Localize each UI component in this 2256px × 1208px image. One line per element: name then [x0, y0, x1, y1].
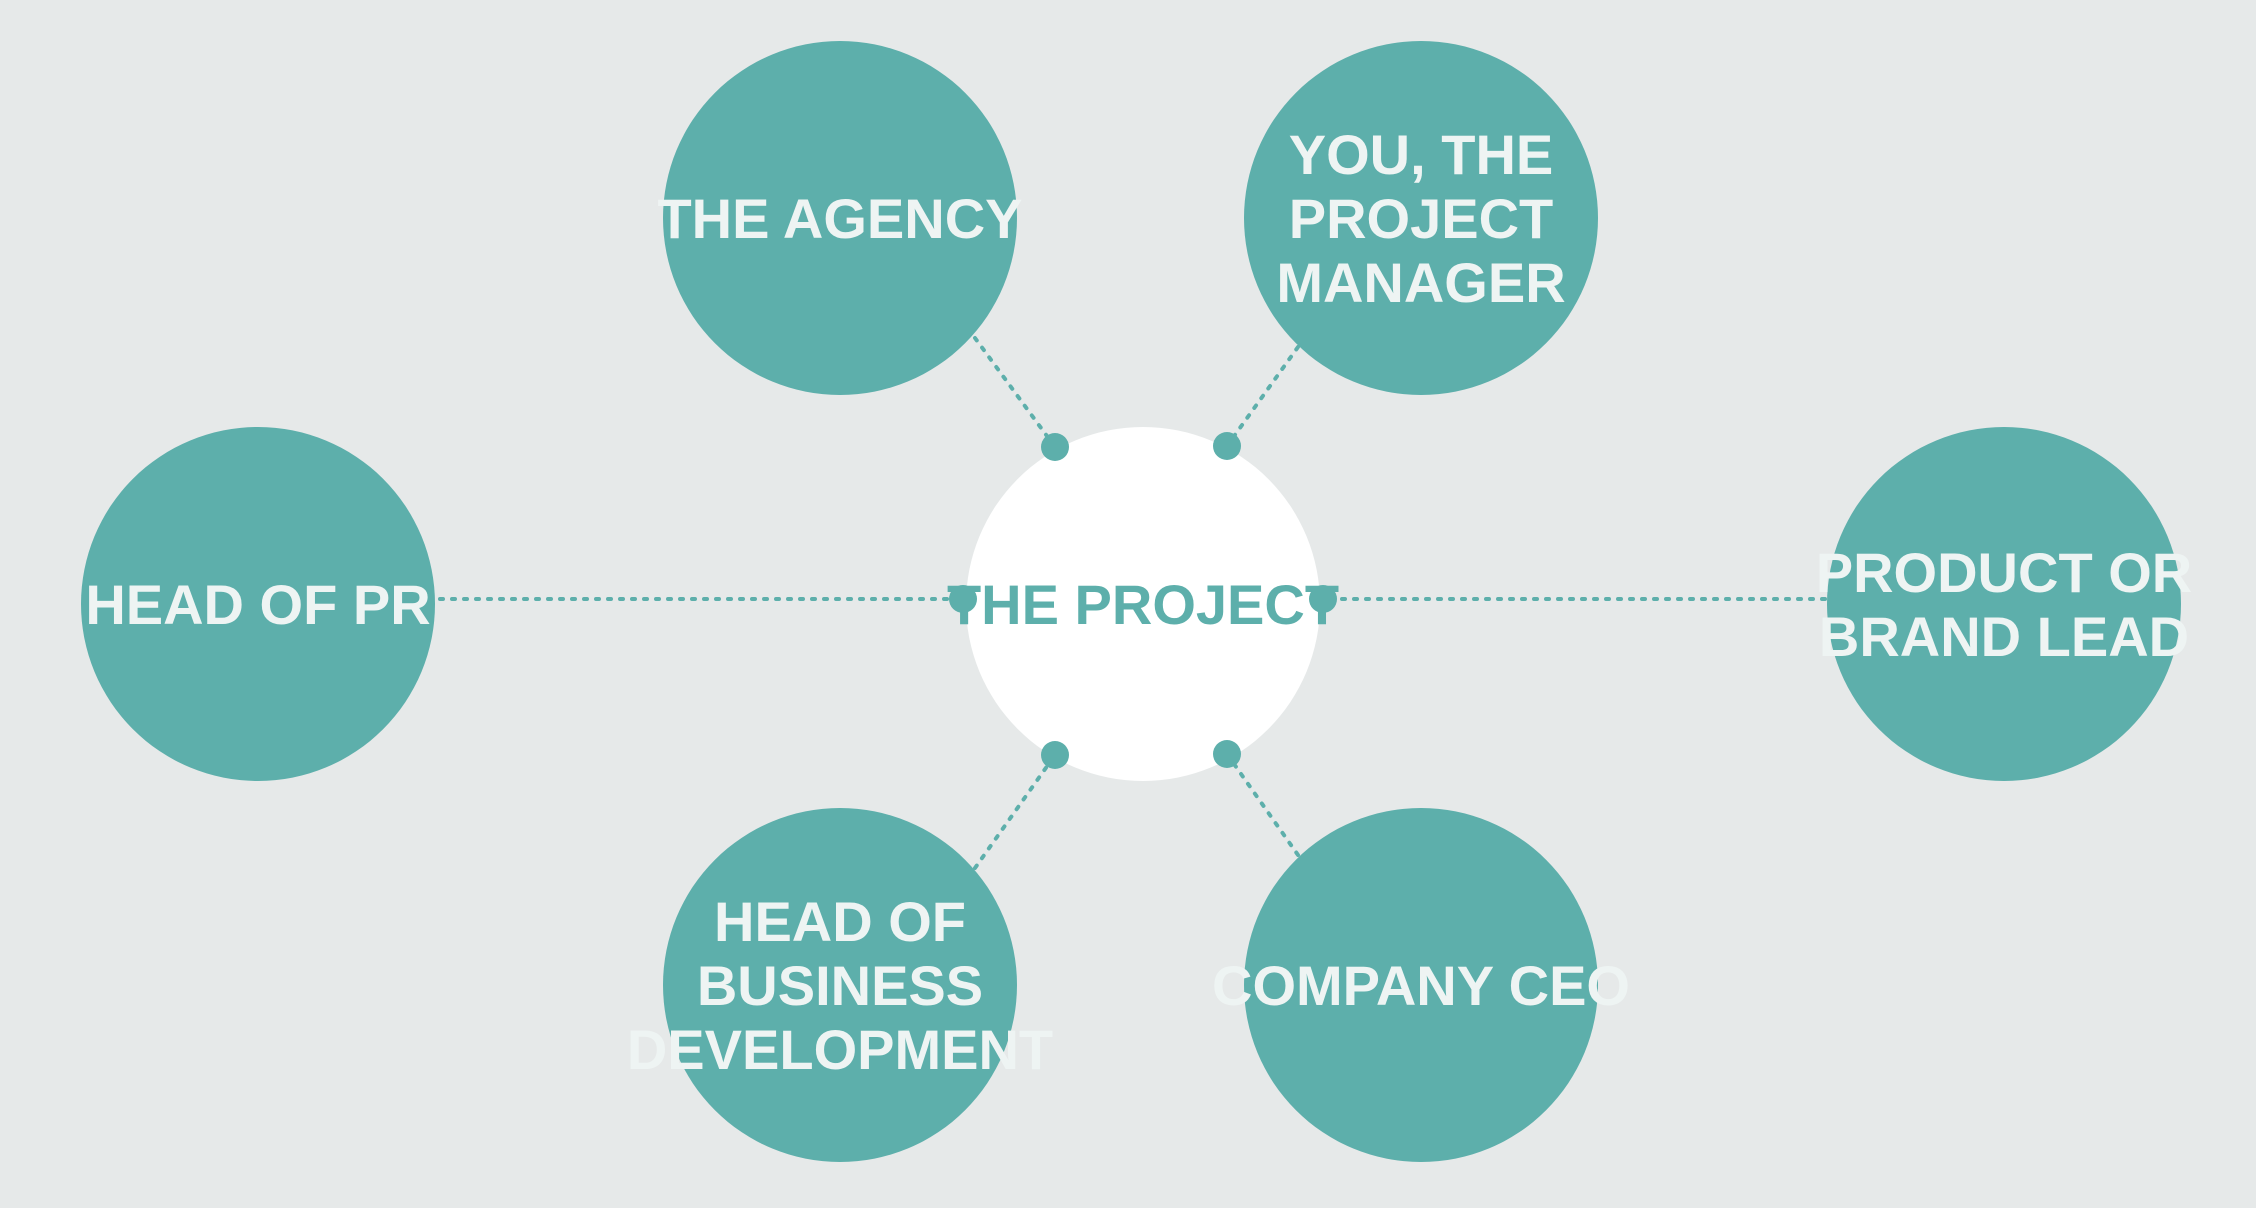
node-circle-agency — [663, 41, 1017, 395]
anchor-dot-product-brand-lead — [1309, 585, 1337, 613]
anchor-dot-project-manager — [1213, 432, 1241, 460]
anchor-dot-head-of-pr — [949, 585, 977, 613]
node-label-line: HEAD OF PR — [85, 573, 430, 636]
node-label-line: HEAD OF — [714, 890, 966, 953]
node-circle-product-brand-lead — [1827, 427, 2181, 781]
anchor-dot-company-ceo — [1213, 740, 1241, 768]
node-label-line: BUSINESS — [697, 954, 983, 1017]
anchor-dot-head-of-business-development — [1041, 741, 1069, 769]
node-circle-company-ceo — [1244, 808, 1598, 1162]
node-label-agency: THE AGENCY — [657, 187, 1022, 250]
connector-anchors — [949, 432, 1337, 769]
anchor-dot-agency — [1041, 433, 1069, 461]
node-label-line: PROJECT — [1289, 187, 1554, 250]
node-label-line: DEVELOPMENT — [627, 1018, 1053, 1081]
node-label-line: PRODUCT OR — [1816, 541, 2192, 604]
connector-agency — [973, 336, 1057, 449]
center-circle — [966, 427, 1320, 781]
node-label-line: YOU, THE — [1289, 123, 1553, 186]
node-label-head-of-pr: HEAD OF PR — [85, 573, 430, 636]
node-agency: THE AGENCY — [657, 41, 1023, 395]
center-node: THE PROJECT — [947, 427, 1339, 781]
node-circle-head-of-business-development — [663, 808, 1017, 1162]
node-label-line: MANAGER — [1276, 251, 1565, 314]
connector-head-of-business-development — [973, 753, 1057, 870]
node-label-line: BRAND LEAD — [1819, 605, 2189, 668]
node-label-company-ceo: COMPANY CEO — [1212, 954, 1630, 1017]
connector-project-manager — [1225, 345, 1300, 448]
node-label-line: COMPANY CEO — [1212, 954, 1630, 1017]
node-circle-head-of-pr — [81, 427, 435, 781]
connectors — [438, 336, 1827, 870]
connector-company-ceo — [1225, 752, 1300, 857]
node-head-of-pr: HEAD OF PR — [81, 427, 435, 781]
center-label: THE PROJECT — [947, 573, 1339, 636]
node-company-ceo: COMPANY CEO — [1212, 808, 1630, 1162]
node-label-line: THE AGENCY — [657, 187, 1022, 250]
node-circle-project-manager — [1244, 41, 1598, 395]
